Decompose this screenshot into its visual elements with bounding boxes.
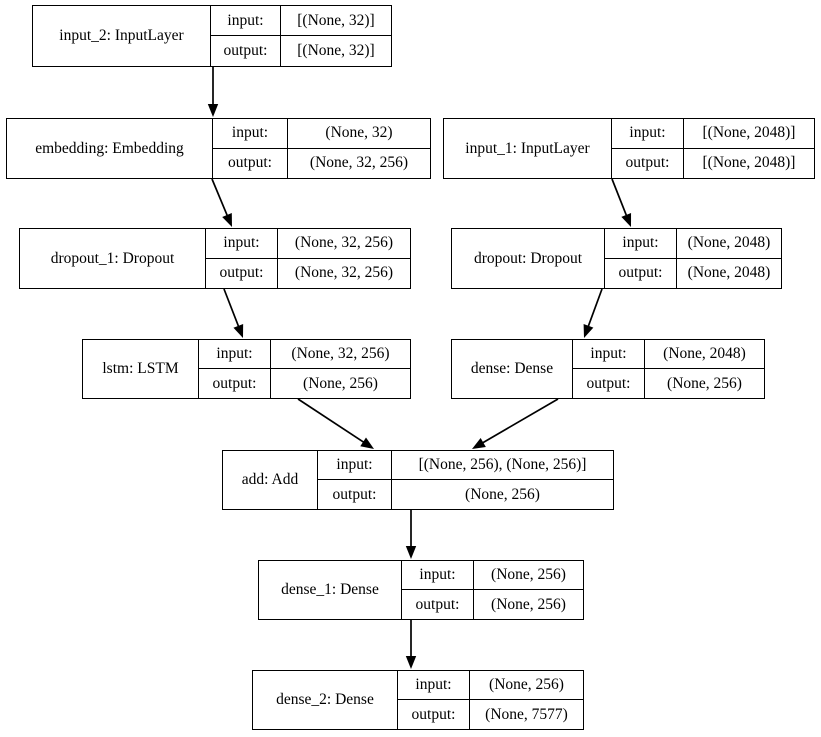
edge-dense-to-add	[472, 398, 559, 449]
io-value-input-dropout_1: (None, 32, 256)	[294, 234, 394, 252]
io-value-output-dropout_1: (None, 32, 256)	[294, 264, 394, 282]
io-label-input-dense_1: input:	[402, 561, 474, 589]
io-row-input-dropout_1: input: (None, 32, 256)	[206, 229, 410, 259]
io-label-output-dense: output:	[573, 369, 645, 398]
node-label-add: add: Add	[223, 451, 318, 509]
node-io-input_1: input: [(None, 2048)] output: [(None, 2048)…	[612, 119, 814, 178]
node-io-dropout_1: input: (None, 32, 256) output: (None, 32, 2…	[206, 229, 410, 288]
node-label-input_1: input_1: InputLayer	[444, 119, 612, 178]
node-io-dense: input: (None, 2048) output: (None, 256)	[573, 340, 764, 398]
io-row-output-lstm: output: (None, 256)	[199, 369, 410, 398]
node-io-input_2: input: [(None, 32)] output: [(None, 32)]	[211, 6, 391, 66]
io-label-input-dense_2: input:	[398, 671, 470, 699]
io-value-input-dense_1: (None, 256)	[491, 566, 566, 583]
io-label-input-dropout_1: input:	[206, 229, 278, 258]
edge-embedding-to-dropout_1	[211, 178, 232, 227]
edge-lstm-to-add	[297, 398, 374, 449]
node-io-lstm: input: (None, 32, 256) output: (None, 256)	[199, 340, 410, 398]
io-row-output-embedding: output: (None, 32, 256)	[213, 148, 430, 178]
io-row-output-dropout: output: (None, 2048)	[605, 258, 781, 288]
io-value-output-dense_2: (None, 7577)	[485, 705, 568, 723]
io-value-input-lstm: (None, 32, 256)	[291, 345, 390, 362]
io-value-input-add: [(None, 256), (None, 256)]	[418, 456, 587, 473]
io-row-output-input_2: output: [(None, 32)]	[211, 36, 391, 66]
node-io-dropout: input: (None, 2048) output: (None, 2048)	[605, 229, 781, 288]
node-label-lstm: lstm: LSTM	[83, 340, 199, 398]
edge-input_2-to-embedding	[207, 67, 219, 117]
io-row-output-add: output: (None, 256)	[318, 480, 613, 509]
io-label-input-lstm: input:	[199, 340, 271, 368]
io-value-input-dense_2: (None, 256)	[489, 676, 564, 693]
io-value-output-add: (None, 256)	[465, 485, 540, 503]
io-row-input-lstm: input: (None, 32, 256)	[199, 340, 410, 369]
node-label-dropout_1: dropout_1: Dropout	[20, 229, 206, 288]
io-value-output-input_1: [(None, 2048)]	[702, 154, 796, 172]
io-label-input-dense: input:	[573, 340, 645, 368]
io-label-input-dropout: input:	[605, 229, 677, 258]
edge-input_1-to-dropout	[611, 178, 632, 227]
io-row-output-input_1: output: [(None, 2048)]	[612, 148, 814, 178]
io-row-output-dense_2: output: (None, 7577)	[398, 700, 583, 729]
io-label-output-lstm: output:	[199, 369, 271, 398]
io-value-output-embedding: (None, 32, 256)	[309, 154, 409, 172]
io-value-input-embedding: (None, 32)	[325, 124, 393, 142]
io-label-output-dropout: output:	[605, 258, 677, 288]
io-row-output-dense: output: (None, 256)	[573, 369, 764, 398]
io-row-input-dense_1: input: (None, 256)	[402, 561, 583, 590]
io-row-input-input_2: input: [(None, 32)]	[211, 6, 391, 36]
io-value-output-lstm: (None, 256)	[303, 374, 378, 392]
io-value-output-dropout: (None, 2048)	[687, 264, 771, 282]
io-value-output-dense_1: (None, 256)	[491, 595, 566, 613]
io-label-output-input_2: output:	[211, 36, 281, 66]
io-label-output-embedding: output:	[213, 148, 288, 178]
node-label-dense: dense: Dense	[452, 340, 573, 398]
node-label-embedding: embedding: Embedding	[7, 119, 213, 178]
io-row-input-dropout: input: (None, 2048)	[605, 229, 781, 259]
node-label-input_2: input_2: InputLayer	[33, 6, 211, 66]
edge-dropout-to-dense	[583, 288, 603, 338]
io-label-input-input_2: input:	[211, 6, 281, 35]
node-label-dense_2: dense_2: Dense	[253, 671, 398, 729]
io-row-input-embedding: input: (None, 32)	[213, 119, 430, 149]
io-row-output-dense_1: output: (None, 256)	[402, 590, 583, 619]
io-label-output-add: output:	[318, 480, 392, 509]
io-value-output-input_2: [(None, 32)]	[297, 42, 375, 59]
io-label-output-dense_1: output:	[402, 590, 474, 619]
io-label-input-embedding: input:	[213, 119, 288, 148]
io-label-output-input_1: output:	[612, 148, 684, 178]
node-label-dense_1: dense_1: Dense	[259, 561, 402, 619]
io-row-input-dense: input: (None, 2048)	[573, 340, 764, 369]
io-label-output-dropout_1: output:	[206, 258, 278, 288]
io-label-output-dense_2: output:	[398, 700, 470, 729]
io-label-input-input_1: input:	[612, 119, 684, 148]
io-row-input-add: input: [(None, 256), (None, 256)]	[318, 451, 613, 480]
node-io-add: input: [(None, 256), (None, 256)] output: (…	[318, 451, 613, 509]
edge-dropout_1-to-lstm	[223, 288, 244, 338]
io-value-input-dropout: (None, 2048)	[687, 234, 771, 252]
node-label-dropout: dropout: Dropout	[452, 229, 605, 288]
io-value-output-dense: (None, 256)	[667, 374, 742, 392]
io-row-output-dropout_1: output: (None, 32, 256)	[206, 258, 410, 288]
edge-add-to-dense_1	[405, 510, 417, 559]
io-value-input-input_1: [(None, 2048)]	[702, 124, 796, 142]
io-value-input-input_2: [(None, 32)]	[297, 11, 375, 29]
io-label-input-add: input:	[318, 451, 392, 479]
edge-dense_1-to-dense_2	[405, 620, 417, 669]
io-row-input-dense_2: input: (None, 256)	[398, 671, 583, 700]
io-row-input-input_1: input: [(None, 2048)]	[612, 119, 814, 149]
node-io-embedding: input: (None, 32) output: (None, 32, 256)	[213, 119, 430, 178]
node-io-dense_2: input: (None, 256) output: (None, 7577)	[398, 671, 583, 729]
io-value-input-dense: (None, 2048)	[663, 345, 746, 362]
node-io-dense_1: input: (None, 256) output: (None, 256)	[402, 561, 583, 619]
